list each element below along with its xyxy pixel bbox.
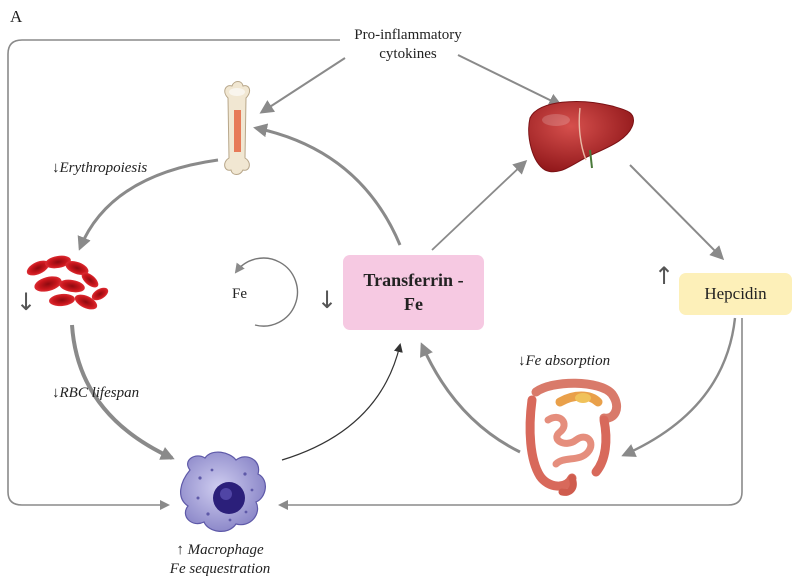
panel-label: A: [10, 7, 23, 26]
macrophage-line1: ↑ Macrophage: [176, 542, 264, 558]
bone-illustration: [224, 81, 251, 175]
arrow-cytokines-to-liver: [457, 54, 563, 107]
intestine-illustration: [525, 378, 621, 496]
hepcidin-up-indicator: ↑: [654, 262, 675, 290]
macrophage-illustration: [180, 451, 266, 532]
arrow-cytokines-to-macrophage: [7, 39, 340, 510]
macrophage-line2: Fe sequestration: [169, 561, 271, 577]
fe-absorption-label: ↓Fe absorption: [518, 353, 611, 369]
arrow-macrophage-to-transferrin: [281, 343, 403, 461]
fe-cycle-arrow: [234, 257, 299, 327]
arrow-transferrin-to-liver: [431, 159, 528, 251]
hepcidin-label: Hepcidin: [704, 284, 767, 303]
arrow-transferrin-to-bone: [253, 123, 402, 246]
transferrin-line1: Transferrin -: [363, 270, 464, 291]
arrow-bone-to-rbc: [77, 158, 219, 251]
rbc-down-indicator: ↓: [16, 288, 37, 316]
erythropoiesis-label: ↓Erythropoiesis: [52, 160, 148, 176]
hepcidin-box: Hepcidin: [679, 273, 792, 315]
cytokines-label: Pro-inflammatory cytokines: [338, 26, 478, 64]
rbc-illustration: [26, 255, 109, 310]
transferrin-line2: Fe: [404, 293, 423, 314]
liver-illustration: [528, 101, 635, 173]
transferrin-fe-box: Transferrin - Fe: [343, 255, 484, 330]
rbc-lifespan-label: ↓RBC lifespan: [52, 385, 140, 401]
arrow-cytokines-to-bone: [259, 57, 346, 114]
transferrin-down-indicator: ↓: [317, 286, 338, 314]
cytokines-line2: cytokines: [379, 46, 437, 62]
arrow-intestine-to-transferrin: [420, 342, 521, 454]
arrow-liver-to-hepcidin: [629, 164, 725, 261]
fe-cycle-label: Fe: [232, 286, 247, 302]
cytokines-line1: Pro-inflammatory: [354, 27, 462, 43]
arrow-hepcidin-to-intestine: [621, 317, 737, 457]
arrow-hepcidin-to-macrophage: [278, 318, 743, 510]
macrophage-label: ↑ Macrophage Fe sequestration: [140, 541, 300, 579]
arrow-rbc-to-macrophage: [70, 324, 175, 460]
